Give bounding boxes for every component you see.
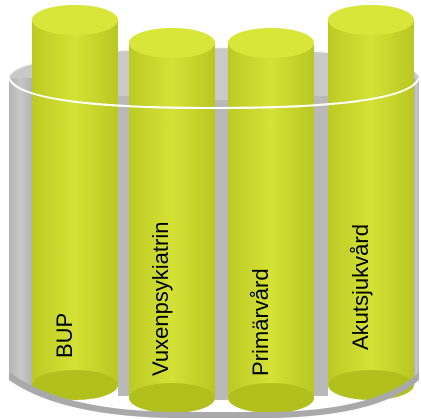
label-akutsjukvard: Akutsjukvård xyxy=(348,224,373,350)
cylinder-tops-overlay xyxy=(8,5,420,110)
label-primarvard: Primärvård xyxy=(248,268,273,376)
container-front xyxy=(8,47,420,418)
column-labels: BUP Vuxenpsykiatrin Primärvård Akutsjukv… xyxy=(52,222,373,376)
label-bup: BUP xyxy=(52,313,77,358)
label-vuxenpsykiatrin: Vuxenpsykiatrin xyxy=(148,222,173,376)
